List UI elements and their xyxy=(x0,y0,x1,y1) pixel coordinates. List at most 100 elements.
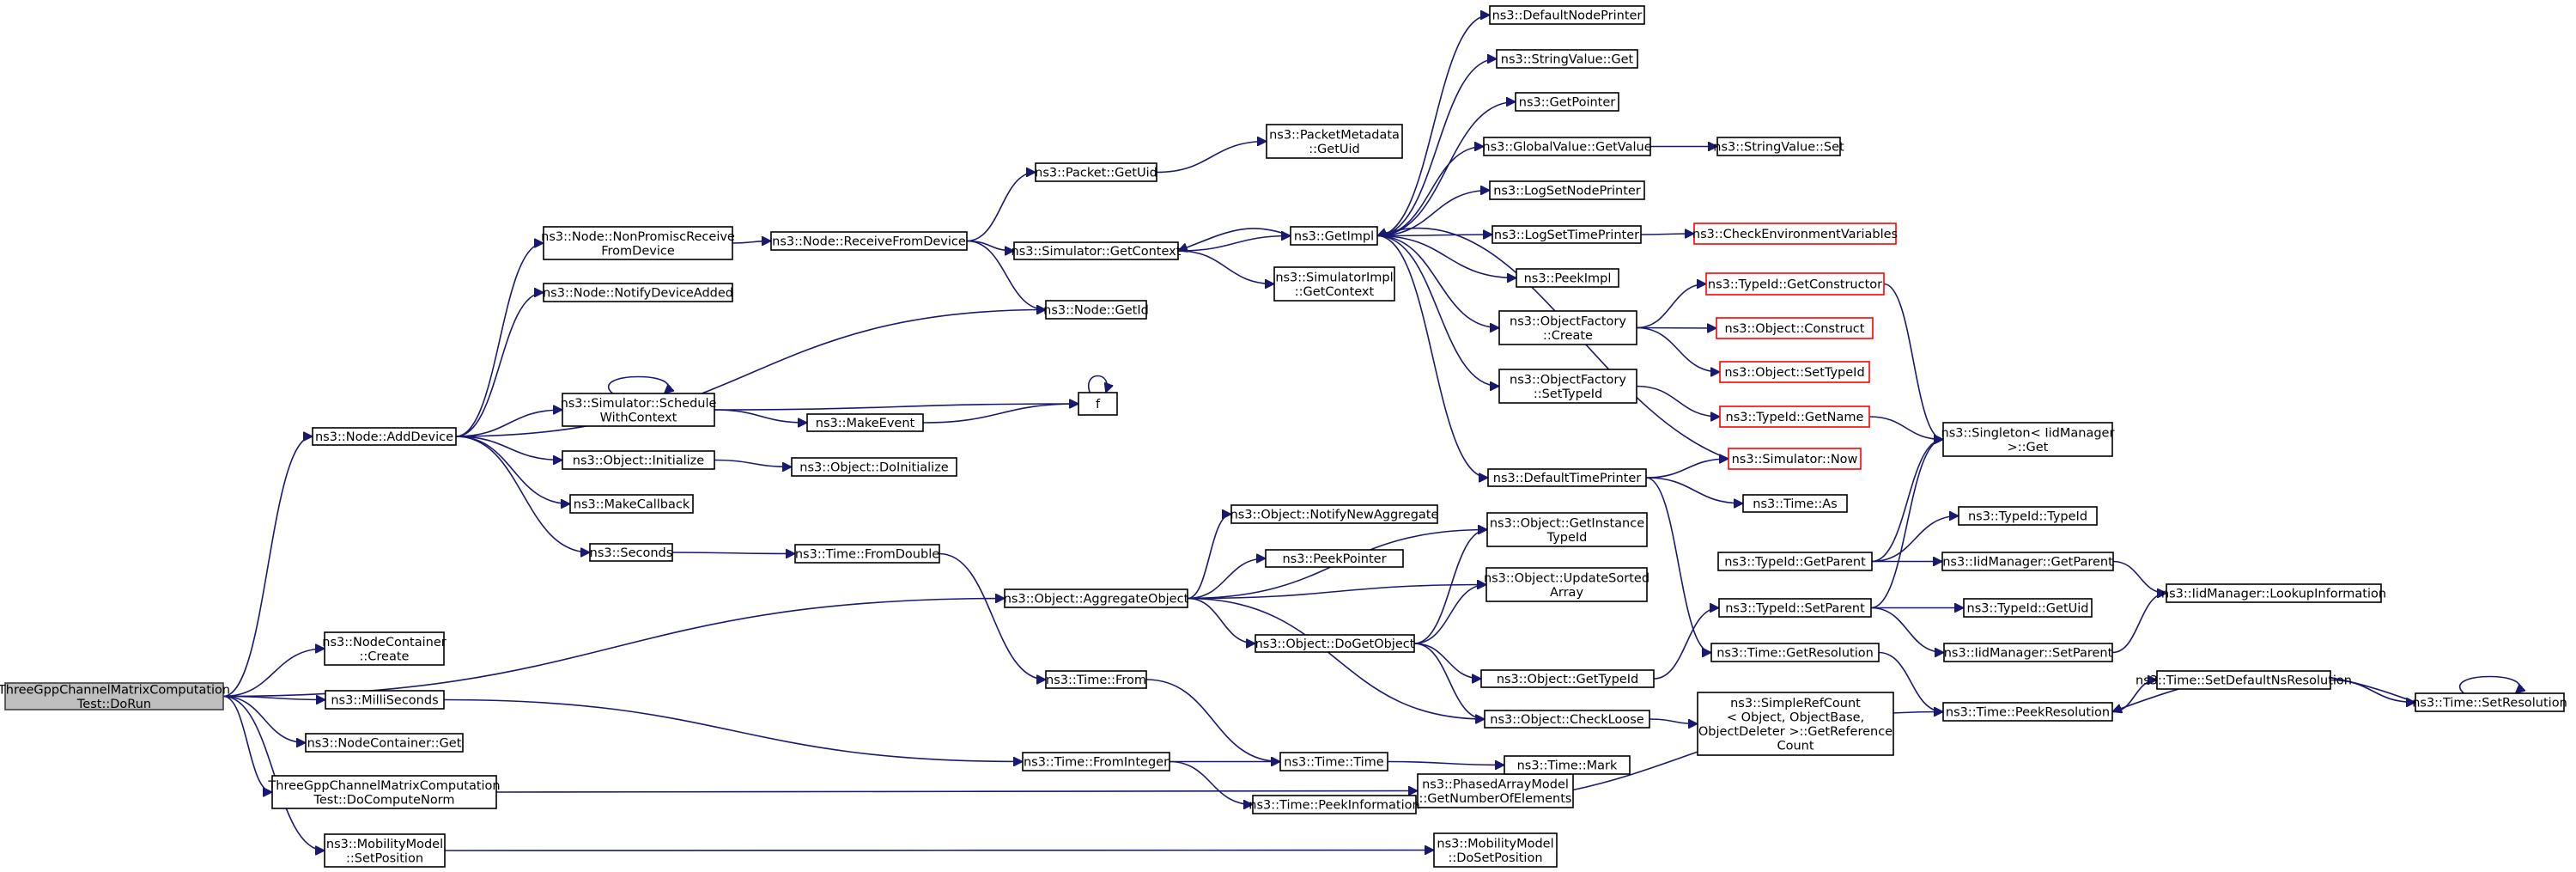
call-edge-tidGetName-to-singletonGet xyxy=(1868,416,1943,440)
node-label-mmSetPos: ::SetPosition xyxy=(346,851,423,865)
node-label-strValGet: ns3::StringValue::Get xyxy=(1501,53,1634,67)
node-setRes[interactable]: ns3::Time::SetResolution xyxy=(2412,692,2567,712)
node-notifyNewAgg[interactable]: ns3::Object::NotifyNewAggregate xyxy=(1230,504,1439,524)
node-singletonGet[interactable]: ns3::Singleton< IidManager >::Get xyxy=(1941,422,2115,457)
node-ofSetTypeId[interactable]: ns3::ObjectFactory::SetTypeId xyxy=(1498,369,1637,404)
node-notifyDevAdded[interactable]: ns3::Node::NotifyDeviceAdded xyxy=(543,283,733,302)
node-iidSetParent[interactable]: ns3::IidManager::SetParent xyxy=(1943,643,2113,662)
call-edge-setDefNsRes-to-setRes xyxy=(2330,679,2415,703)
node-label-doSetPos: ::DoSetPosition xyxy=(1448,851,1542,865)
node-peekImpl[interactable]: ns3::PeekImpl xyxy=(1516,268,1619,288)
node-setDefNsRes[interactable]: ns3::Time::SetDefaultNsResolution xyxy=(2136,670,2352,690)
node-objInit[interactable]: ns3::Object::Initialize xyxy=(562,450,715,470)
node-box-simpleRefCount xyxy=(1697,692,1894,756)
node-checkEnvVars[interactable]: ns3::CheckEnvironmentVariables xyxy=(1692,223,1898,245)
node-defNodePrinter[interactable]: ns3::DefaultNodePrinter xyxy=(1489,5,1645,25)
node-label-schedWithCtx: ns3::Simulator::Schedule xyxy=(561,397,717,411)
node-tidGetParent[interactable]: ns3::TypeId::GetParent xyxy=(1717,552,1873,571)
node-box-ncGet xyxy=(305,733,464,753)
node-simNow[interactable]: ns3::Simulator::Now xyxy=(1728,448,1862,470)
node-f[interactable]: f xyxy=(1078,392,1118,416)
node-label-milliSeconds: ns3::MilliSeconds xyxy=(331,694,438,708)
node-box-timeTime xyxy=(1279,752,1388,771)
node-box-iidSetParent xyxy=(1943,643,2113,662)
node-tidGetName[interactable]: ns3::TypeId::GetName xyxy=(1719,406,1870,428)
node-label-pmGetUid: ::GetUid xyxy=(1309,143,1359,156)
node-getImpl[interactable]: ns3::GetImpl xyxy=(1290,226,1378,246)
call-edge-aggObj-to-peekPointer xyxy=(1187,558,1266,600)
node-objConstruct[interactable]: ns3::Object::Construct xyxy=(1716,317,1874,339)
node-strValSet[interactable]: ns3::StringValue::Set xyxy=(1713,137,1844,156)
node-tidGetUid[interactable]: ns3::TypeId::GetUid xyxy=(1963,598,2093,618)
node-ncCreate[interactable]: ns3::NodeContainer::Create xyxy=(322,631,447,666)
call-edge-addDevice-to-nonPromisc xyxy=(455,243,544,437)
node-timeAs[interactable]: ns3::Time::As xyxy=(1742,494,1848,513)
node-timeGetRes[interactable]: ns3::Time::GetResolution xyxy=(1710,643,1880,662)
call-edge-timeGetRes-to-peekRes xyxy=(1878,651,1944,712)
node-logSetNode[interactable]: ns3::LogSetNodePrinter xyxy=(1489,180,1645,200)
node-nodeGetId[interactable]: ns3::Node::GetId xyxy=(1043,300,1149,320)
node-recvFromDev[interactable]: ns3::Node::ReceiveFromDevice xyxy=(770,231,968,251)
node-timeFrom[interactable]: ns3::Time::From xyxy=(1045,670,1147,689)
node-simImplGetCtx[interactable]: ns3::SimulatorImpl::GetContext xyxy=(1273,266,1395,302)
node-simGetCtx[interactable]: ns3::Simulator::GetContext xyxy=(1012,241,1182,260)
node-peekInfo[interactable]: ns3::Time::PeekInformation xyxy=(1249,795,1420,814)
node-logSetTime[interactable]: ns3::LogSetTimePrinter xyxy=(1492,225,1642,244)
node-doSetPos[interactable]: ns3::MobilityModel::DoSetPosition xyxy=(1433,832,1558,868)
node-strValGet[interactable]: ns3::StringValue::Get xyxy=(1496,49,1638,69)
node-peekPointer[interactable]: ns3::PeekPointer xyxy=(1265,549,1404,568)
node-getNumElems[interactable]: ns3::PhasedArrayModel::GetNumberOfElemen… xyxy=(1417,773,1574,808)
node-checkLoose[interactable]: ns3::Object::CheckLoose xyxy=(1484,710,1650,729)
node-seconds[interactable]: ns3::Seconds xyxy=(589,543,673,562)
node-box-defTimePrinter xyxy=(1487,468,1647,487)
node-addDevice[interactable]: ns3::Node::AddDevice xyxy=(312,427,457,446)
node-milliSeconds[interactable]: ns3::MilliSeconds xyxy=(325,690,445,710)
node-ofCreate[interactable]: ns3::ObjectFactory::Create xyxy=(1498,310,1637,345)
node-aggObj[interactable]: ns3::Object::AggregateObject xyxy=(1004,588,1189,608)
node-simpleRefCount[interactable]: ns3::SimpleRefCount< Object, ObjectBase,… xyxy=(1697,692,1894,756)
node-ncGet[interactable]: ns3::NodeContainer::Get xyxy=(305,733,464,753)
node-dorun[interactable]: ThreeGppChannelMatrixComputationTest::Do… xyxy=(0,682,230,711)
node-box-pktGetUid xyxy=(1035,162,1157,182)
node-label-ofSetTypeId: ns3::ObjectFactory xyxy=(1510,373,1626,387)
node-defTimePrinter[interactable]: ns3::DefaultTimePrinter xyxy=(1487,468,1647,487)
call-edge-ofCreate-to-objConstruct xyxy=(1636,328,1716,329)
node-box-logSetTime xyxy=(1492,225,1642,244)
node-gvGetValue[interactable]: ns3::GlobalValue::GetValue xyxy=(1482,137,1652,156)
node-makeEvent[interactable]: ns3::MakeEvent xyxy=(806,413,924,432)
node-box-objInit xyxy=(562,450,715,470)
node-doComputeNorm[interactable]: ThreeGppChannelMatrixComputationTest::Do… xyxy=(267,775,501,809)
node-box-setDefNsRes xyxy=(2156,670,2331,690)
call-edge-doGetObject-to-getInstTypeId xyxy=(1413,530,1488,644)
node-fromDouble[interactable]: ns3::Time::FromDouble xyxy=(794,544,940,564)
call-edge-timeTime-to-timeMark xyxy=(1387,762,1504,765)
node-mmSetPos[interactable]: ns3::MobilityModel::SetPosition xyxy=(324,833,446,868)
node-pktGetUid[interactable]: ns3::Packet::GetUid xyxy=(1035,162,1157,182)
node-objSetTypeId[interactable]: ns3::Object::SetTypeId xyxy=(1719,361,1870,383)
call-edge-tidSetParent-to-iidSetParent xyxy=(1870,607,1944,653)
node-objGetTypeId[interactable]: ns3::Object::GetTypeId xyxy=(1480,669,1655,688)
node-box-tidGetParent xyxy=(1717,552,1873,571)
node-makeCallback[interactable]: ns3::MakeCallback xyxy=(569,494,694,514)
call-edge-doGetObject-to-objGetTypeId xyxy=(1413,643,1481,679)
node-iidLookup[interactable]: ns3::IidManager::LookupInformation xyxy=(2161,583,2386,603)
node-doGetObject[interactable]: ns3::Object::DoGetObject xyxy=(1255,634,1415,653)
node-peekRes[interactable]: ns3::Time::PeekResolution xyxy=(1942,702,2113,722)
node-label-gvGetValue: ns3::GlobalValue::GetValue xyxy=(1482,141,1651,155)
node-getPointer[interactable]: ns3::GetPointer xyxy=(1515,92,1619,112)
node-timeTime[interactable]: ns3::Time::Time xyxy=(1279,752,1388,771)
node-fromInteger[interactable]: ns3::Time::FromInteger xyxy=(1022,752,1170,771)
node-tidTypeId[interactable]: ns3::TypeId::TypeId xyxy=(1958,506,2098,526)
node-label-aggObj: ns3::Object::AggregateObject xyxy=(1004,593,1189,607)
node-doInitialize[interactable]: ns3::Object::DoInitialize xyxy=(791,457,957,477)
node-iidGetParent[interactable]: ns3::IidManager::GetParent xyxy=(1941,552,2114,571)
node-box-strValGet xyxy=(1496,49,1638,69)
node-pmGetUid[interactable]: ns3::PacketMetadata::GetUid xyxy=(1266,124,1403,159)
node-timeMark[interactable]: ns3::Time::Mark xyxy=(1504,755,1631,775)
node-tidGetCtor[interactable]: ns3::TypeId::GetConstructor xyxy=(1705,272,1885,296)
node-tidSetParent[interactable]: ns3::TypeId::SetParent xyxy=(1718,598,1872,618)
